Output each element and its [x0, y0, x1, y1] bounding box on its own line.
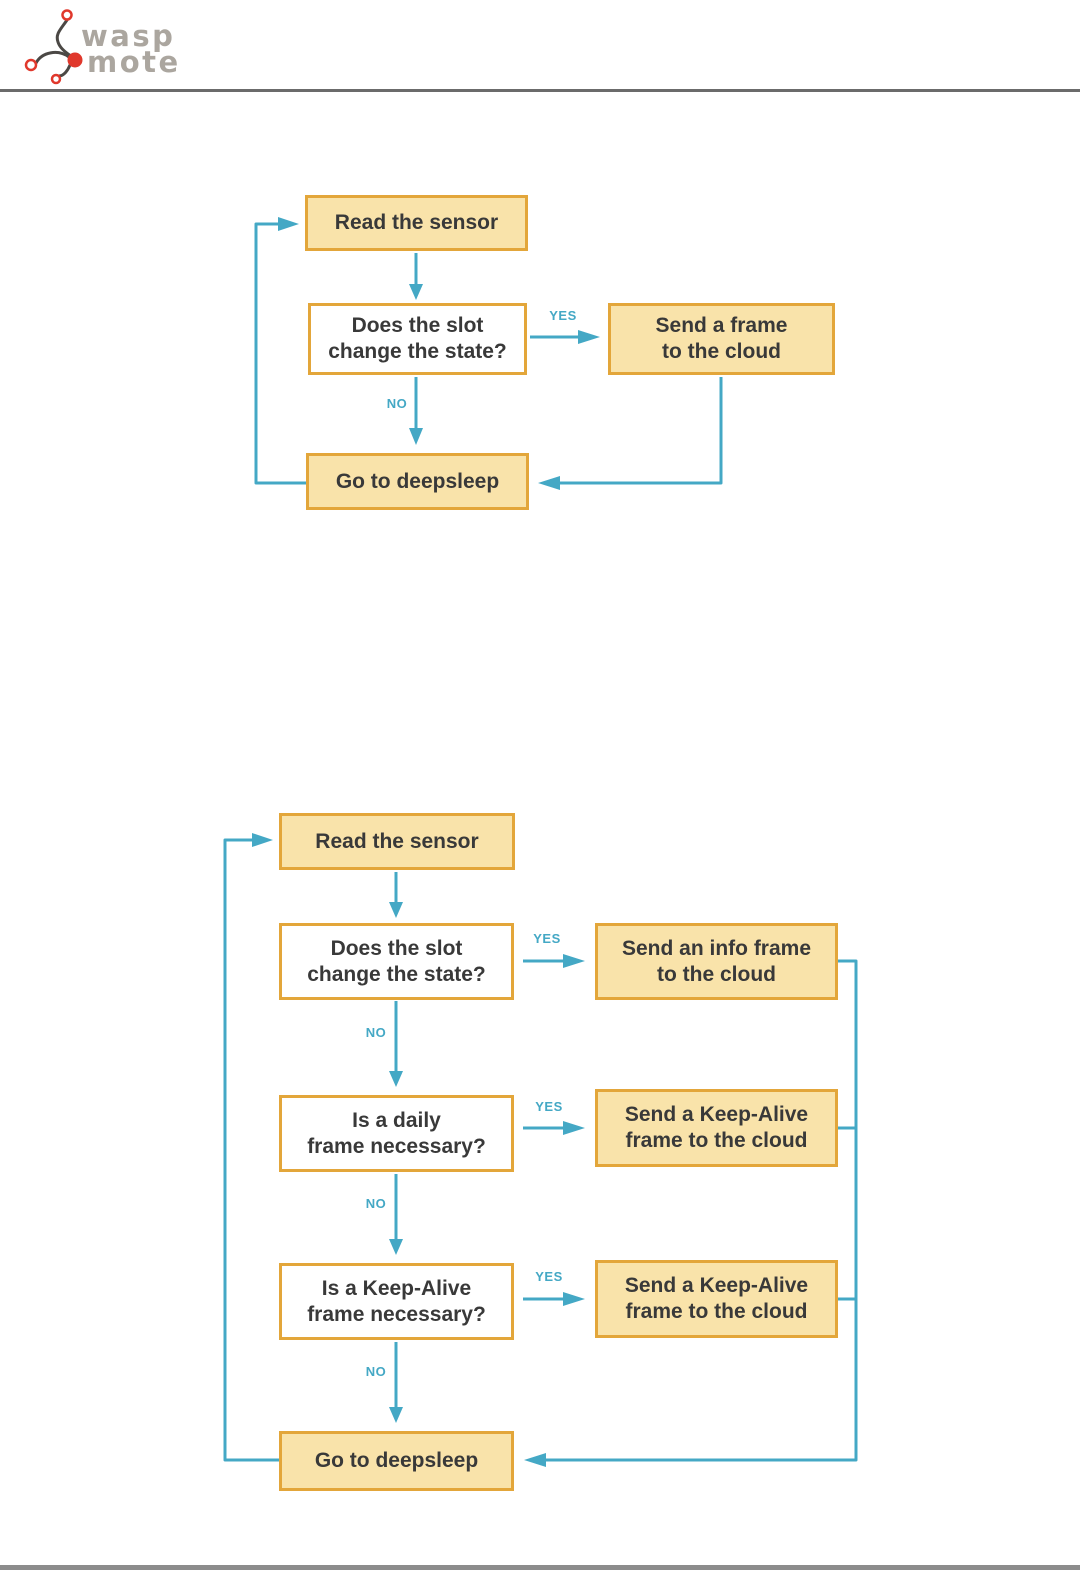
label-no: NO — [365, 1364, 387, 1379]
arrowhead-right-icon — [278, 217, 299, 231]
node-deepsleep: Go to deepsleep — [306, 453, 529, 510]
node-daily-decision: Is a daily frame necessary? — [279, 1095, 514, 1172]
logo-antenna-left — [34, 50, 71, 65]
logo-node-bottom-icon — [50, 73, 62, 85]
node-slot-decision: Does the slot change the state? — [308, 303, 527, 375]
arrowhead-down-icon — [409, 284, 423, 300]
logo-antenna-bottom — [57, 63, 72, 78]
label-yes: YES — [549, 308, 577, 323]
logo-node-center-icon — [67, 52, 83, 68]
arrowhead-left-icon — [524, 1453, 546, 1467]
node-keepalive-decision: Is a Keep-Alive frame necessary? — [279, 1263, 514, 1340]
label-yes: YES — [535, 1269, 563, 1284]
node-read-sensor-2: Read the sensor — [279, 813, 515, 870]
loop-sleep-to-read — [254, 222, 306, 485]
arrowhead-down-icon — [409, 428, 423, 445]
label-yes: YES — [535, 1099, 563, 1114]
label-yes: YES — [533, 931, 561, 946]
arrowhead-left-icon — [538, 476, 560, 490]
arrowhead-right-icon — [563, 1121, 585, 1135]
node-slot-decision-2: Does the slot change the state? — [279, 923, 514, 1000]
waspmote-logo: wasp mote — [24, 9, 181, 85]
logo-node-top-icon — [61, 9, 73, 21]
arrowhead-down-icon — [389, 902, 403, 918]
logo-node-left-icon — [24, 58, 38, 72]
node-read-sensor: Read the sensor — [305, 195, 528, 251]
rail-right-to-sleep — [546, 959, 858, 1462]
node-deepsleep-2: Go to deepsleep — [279, 1431, 514, 1491]
arrowhead-down-icon — [389, 1071, 403, 1087]
line-send-to-sleep — [560, 377, 723, 485]
arrowhead-right-icon — [563, 1292, 585, 1306]
label-no: NO — [365, 1196, 387, 1211]
label-no: NO — [365, 1025, 387, 1040]
node-send-keepalive-daily: Send a Keep-Alive frame to the cloud — [595, 1089, 838, 1167]
node-send-info-frame: Send an info frame to the cloud — [595, 923, 838, 1000]
logo-word-mote: mote — [87, 45, 181, 79]
arrowhead-right-icon — [252, 833, 273, 847]
arrowhead-down-icon — [389, 1239, 403, 1255]
arrowhead-down-icon — [389, 1407, 403, 1423]
header-divider — [0, 89, 1080, 92]
node-send-keepalive: Send a Keep-Alive frame to the cloud — [595, 1260, 838, 1338]
loop-sleep-to-read-2 — [223, 838, 279, 1462]
logo-antenna-top — [55, 18, 73, 58]
node-send-frame: Send a frame to the cloud — [608, 303, 835, 375]
arrowhead-right-icon — [563, 954, 585, 968]
logo-word-wasp: wasp — [81, 19, 175, 53]
label-no: NO — [386, 396, 408, 411]
footer-divider — [0, 1565, 1080, 1570]
arrowhead-right-icon — [578, 330, 600, 344]
